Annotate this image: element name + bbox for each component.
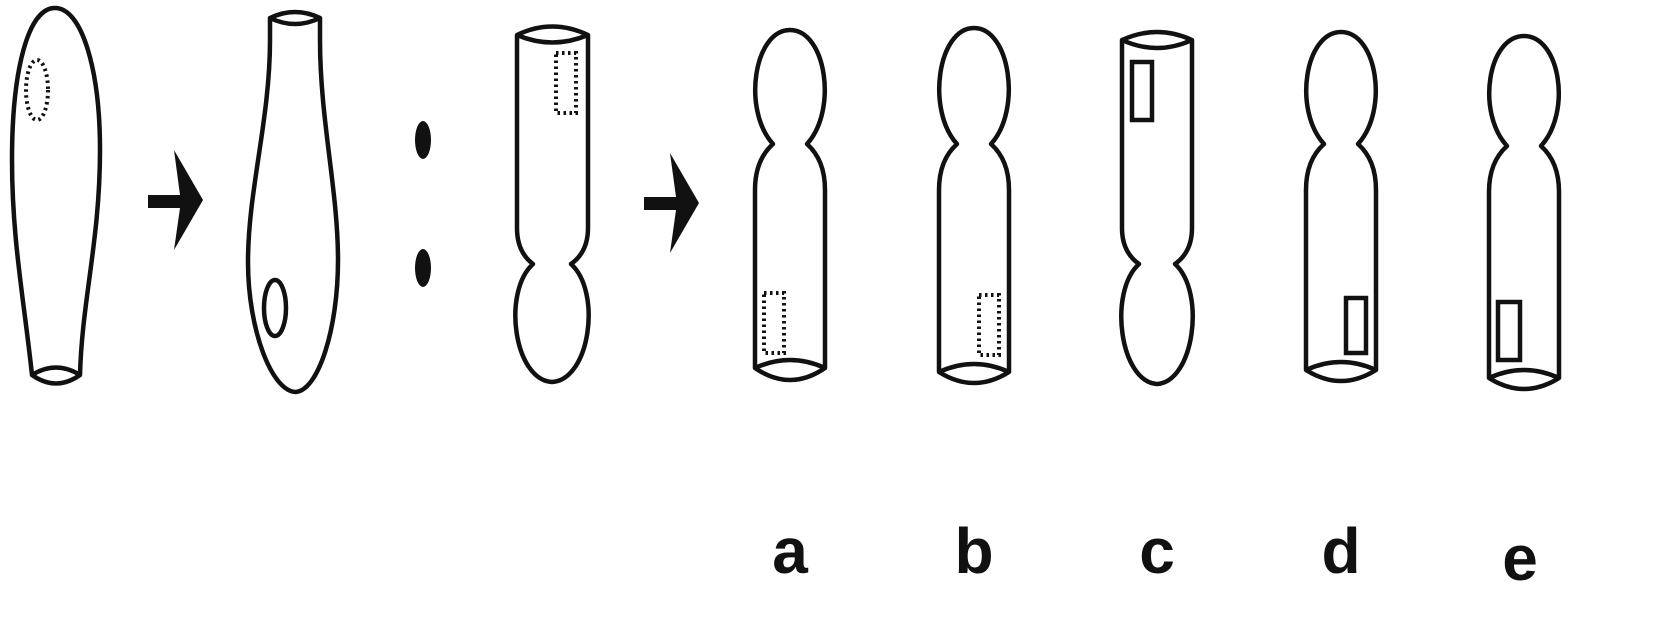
option-a[interactable]: a (752, 27, 828, 587)
option-e-label: e (1502, 522, 1538, 594)
dotted-circle-mark (24, 58, 50, 122)
analogy-colon (415, 121, 431, 287)
option-a-shape (752, 27, 828, 383)
paddle-shape (9, 5, 103, 386)
option-b[interactable]: b (936, 25, 1012, 587)
solid-square-mark (1495, 299, 1523, 363)
solid-square-mark (1129, 59, 1155, 123)
option-d[interactable]: d (1303, 29, 1379, 587)
solid-circle-mark (261, 277, 289, 339)
option-a-label: a (772, 515, 808, 587)
dotted-square-mark (554, 51, 578, 115)
dotted-square-mark (762, 291, 786, 355)
transform-arrow-2 (644, 153, 699, 253)
option-c[interactable]: c (1119, 29, 1195, 587)
option-c-label: c (1139, 515, 1175, 587)
question-figure-2 (245, 9, 341, 395)
dotted-square-mark (977, 293, 1001, 357)
question-figure-1 (9, 5, 103, 386)
vase-shape (245, 9, 341, 395)
option-e[interactable]: e (1486, 33, 1562, 594)
option-b-label: b (954, 515, 993, 587)
transform-arrow-1 (148, 150, 203, 250)
solid-square-mark (1343, 295, 1369, 356)
knob-bottom-shape (513, 24, 591, 385)
option-d-label: d (1321, 515, 1360, 587)
question-figure-3 (513, 24, 591, 385)
